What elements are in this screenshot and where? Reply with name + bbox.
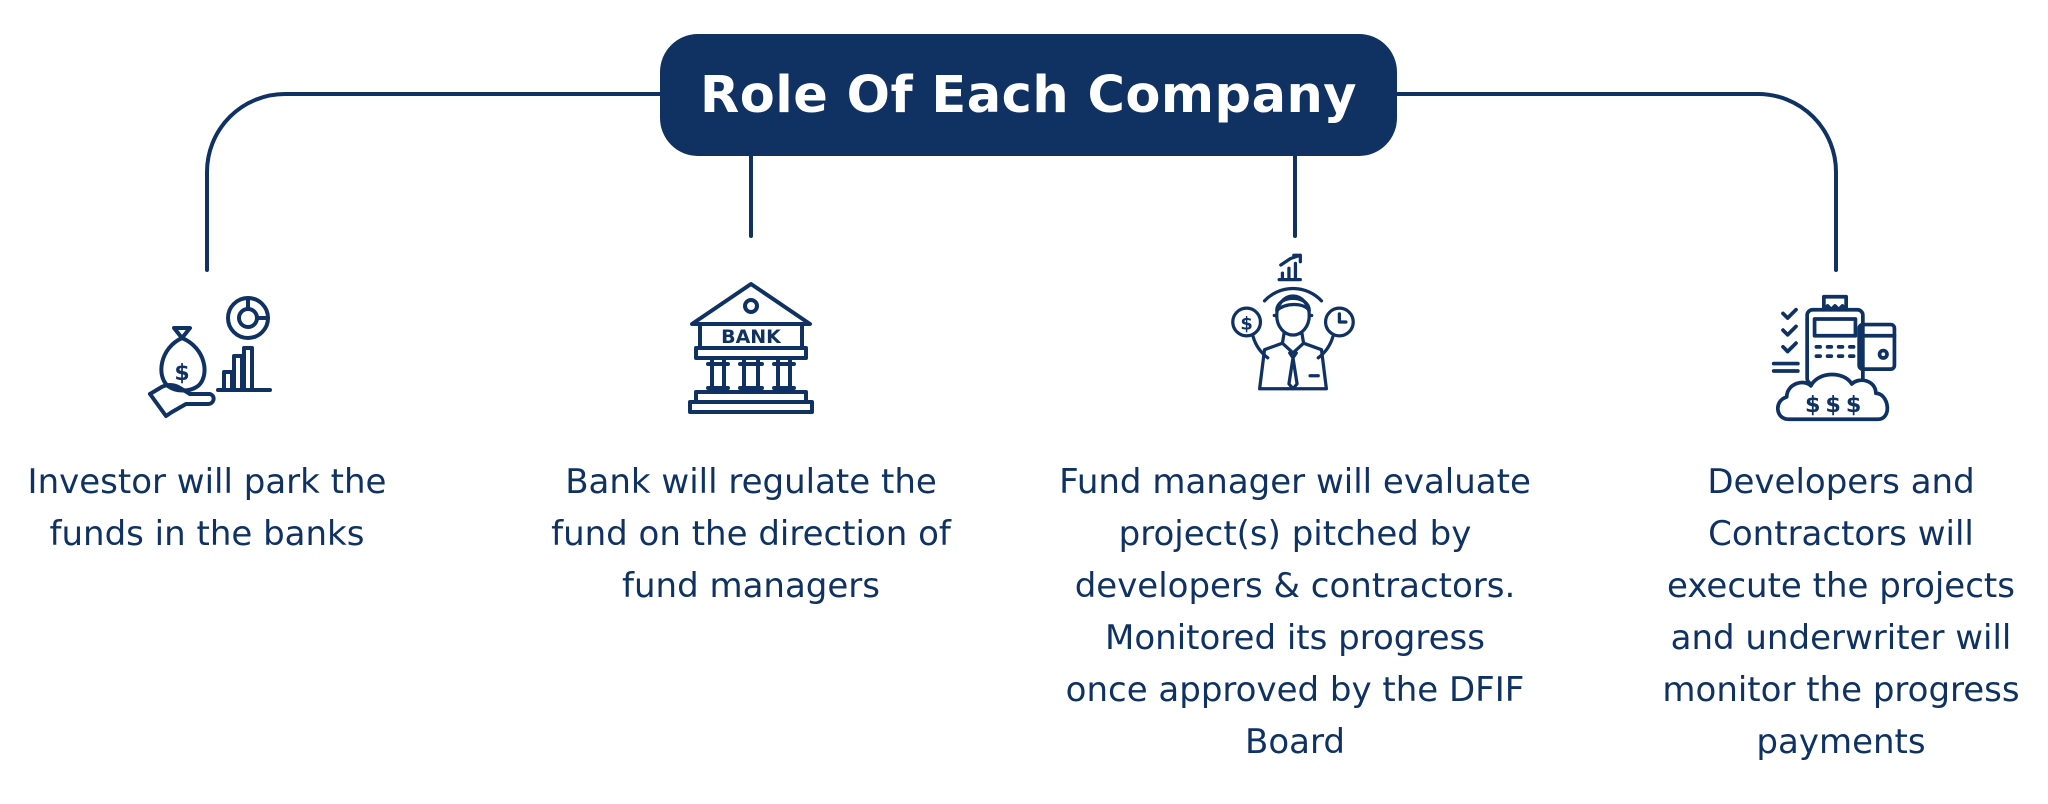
- fund-manager-caption: Fund manager will evaluate project(s) pi…: [1045, 456, 1545, 768]
- svg-text:$: $: [1846, 392, 1862, 418]
- payment-terminal-cloud-icon: $ $ $: [1770, 288, 1900, 428]
- connector-right: [1395, 92, 1838, 272]
- caption-line: execute the projects: [1667, 566, 2015, 606]
- caption-line: payments: [1756, 722, 1926, 762]
- caption-line: Board: [1245, 722, 1345, 762]
- bank-icon-label: BANK: [721, 326, 782, 348]
- caption-line: project(s) pitched by: [1118, 514, 1472, 554]
- caption-line: funds in the banks: [49, 514, 365, 554]
- caption-line: developers & contractors.: [1074, 566, 1516, 606]
- investor-caption: Investor will park the funds in the bank…: [7, 456, 407, 560]
- bank-building-icon: BANK: [686, 280, 816, 420]
- caption-line: Monitored its progress: [1105, 618, 1485, 658]
- title-banner: Role Of Each Company: [660, 34, 1397, 156]
- caption-line: Contractors will: [1708, 514, 1974, 554]
- caption-line: once approved by the DFIF: [1065, 670, 1525, 710]
- caption-line: Fund manager will evaluate: [1059, 462, 1531, 502]
- caption-line: and underwriter will: [1670, 618, 2012, 658]
- bank-caption: Bank will regulate the fund on the direc…: [531, 456, 971, 612]
- caption-line: Bank will regulate the: [565, 462, 937, 502]
- svg-text:$: $: [174, 361, 189, 386]
- fund-manager-person-icon: $: [1228, 252, 1358, 392]
- caption-line: Investor will park the: [27, 462, 387, 502]
- connector-left: [205, 92, 662, 272]
- svg-text:$: $: [1240, 313, 1252, 334]
- svg-text:$: $: [1805, 392, 1821, 418]
- developers-caption: Developers and Contractors will execute …: [1646, 456, 2036, 768]
- investor-money-bag-chart-icon: $: [146, 290, 276, 430]
- svg-text:$: $: [1825, 392, 1841, 418]
- caption-line: Developers and: [1707, 462, 1975, 502]
- diagram-title: Role Of Each Company: [699, 65, 1358, 125]
- caption-line: monitor the progress: [1662, 670, 2020, 710]
- caption-line: fund on the direction of: [551, 514, 951, 554]
- caption-line: fund managers: [622, 566, 880, 606]
